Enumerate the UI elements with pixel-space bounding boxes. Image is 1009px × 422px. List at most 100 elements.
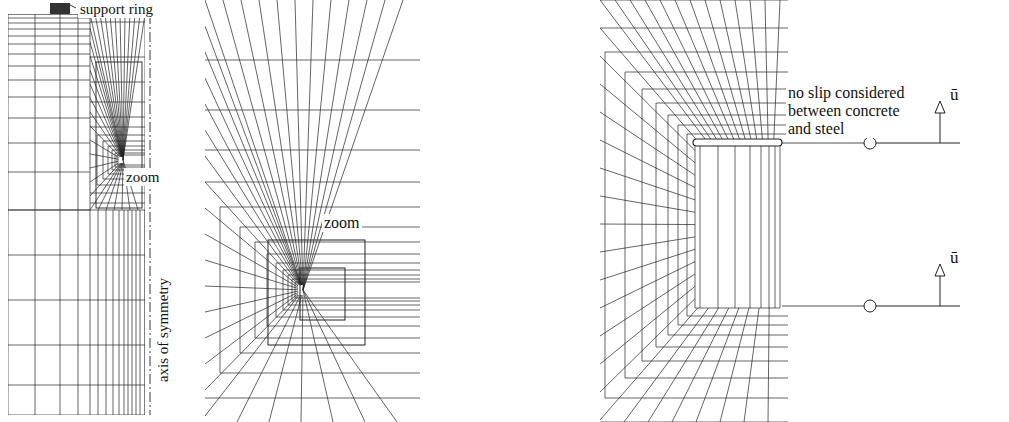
mesh-line — [600, 56, 695, 150]
mesh-line — [761, 142, 762, 308]
mesh-line — [876, 143, 960, 144]
mesh-frame — [292, 279, 420, 301]
mesh-right — [600, 0, 788, 422]
mesh-line — [720, 308, 749, 422]
zoom-label: zoom — [124, 168, 161, 186]
mesh-frame — [600, 0, 788, 422]
mesh-line — [303, 0, 403, 290]
mesh-line — [690, 0, 740, 142]
displacement-symbol: ū — [948, 249, 961, 267]
mesh-line — [8, 36, 90, 37]
mesh-line — [123, 14, 140, 160]
mesh-line — [90, 84, 122, 157]
symmetry-axis — [150, 14, 151, 415]
mesh-line — [90, 28, 122, 157]
zoom-box — [96, 62, 142, 208]
mesh-line — [90, 154, 119, 159]
mesh-frame — [205, 0, 420, 422]
mesh-line — [303, 0, 331, 290]
mesh-line — [8, 210, 145, 211]
mesh-line — [782, 143, 864, 144]
mesh-line — [696, 308, 739, 422]
mesh-line — [205, 52, 301, 285]
mesh-line — [8, 80, 90, 81]
mesh-line — [648, 308, 719, 422]
mesh-frame — [625, 72, 788, 378]
mesh-line — [645, 0, 724, 142]
mesh-line — [269, 295, 302, 422]
part-label: support ring — [78, 0, 155, 18]
mesh-line — [241, 0, 302, 285]
mesh-extras — [50, 3, 960, 415]
mesh-line — [90, 42, 122, 157]
mesh-line — [90, 14, 122, 157]
mesh-line — [106, 163, 122, 210]
mesh-line — [301, 295, 303, 422]
mesh-line — [123, 14, 135, 160]
mesh-line — [765, 0, 768, 142]
mesh-frame — [600, 28, 788, 422]
mesh-line — [600, 84, 695, 163]
mesh-line — [90, 126, 120, 157]
mesh-line — [8, 23, 90, 24]
mesh-frame — [600, 0, 788, 422]
mesh-line — [205, 26, 301, 285]
mesh-line — [750, 0, 763, 142]
support-ring — [50, 3, 70, 14]
mesh-line — [119, 210, 120, 415]
displacement-arrow — [935, 264, 945, 276]
mesh-line — [672, 308, 729, 422]
mesh-line — [303, 0, 385, 290]
displacement-symbol: ū — [948, 86, 961, 104]
mesh-line — [113, 210, 114, 415]
mesh-middle — [205, 0, 420, 422]
mesh-line — [615, 0, 713, 142]
mesh-line — [98, 210, 99, 415]
mesh-line — [8, 54, 90, 55]
mesh-frame — [240, 227, 420, 353]
mesh-line — [768, 308, 769, 422]
mesh-frame — [600, 0, 788, 422]
mesh-line — [624, 308, 708, 422]
hinge-circle — [864, 137, 876, 149]
mesh-line — [705, 0, 746, 142]
mesh-line — [114, 163, 122, 210]
mesh-line — [303, 0, 349, 290]
mesh-line — [876, 306, 960, 307]
mesh-line — [735, 142, 736, 308]
mesh-line — [8, 143, 90, 144]
mesh-line — [303, 0, 313, 290]
mesh-frame — [678, 125, 788, 325]
mesh-line — [132, 210, 133, 415]
mesh-line — [90, 161, 119, 168]
mesh-line — [205, 260, 298, 288]
mesh-line — [205, 294, 298, 364]
mesh-line — [205, 292, 298, 338]
mesh-line — [600, 262, 695, 308]
axis-label: axis of symmetry — [154, 276, 172, 384]
mesh-line — [8, 345, 145, 346]
mesh-line — [140, 210, 141, 415]
displacement-arrow — [935, 101, 945, 113]
mesh-line — [8, 118, 90, 119]
mesh-line — [8, 415, 145, 416]
mesh-line — [303, 290, 397, 422]
mesh-line — [205, 182, 298, 285]
mesh-line — [8, 172, 90, 173]
mesh-line — [145, 14, 146, 415]
mesh-line — [8, 385, 145, 386]
mesh-line — [8, 44, 90, 45]
mesh-line — [940, 274, 941, 306]
mesh-frame — [205, 182, 420, 398]
mesh-frame — [605, 52, 788, 398]
mesh-line — [8, 255, 145, 256]
mesh-line — [90, 56, 122, 157]
mesh-line — [205, 286, 298, 290]
mesh-line — [700, 142, 701, 308]
mesh-line — [70, 5, 76, 8]
mesh-line — [600, 140, 695, 188]
mesh-line — [8, 29, 90, 30]
mesh-line — [205, 130, 300, 285]
mesh-line — [600, 274, 695, 336]
